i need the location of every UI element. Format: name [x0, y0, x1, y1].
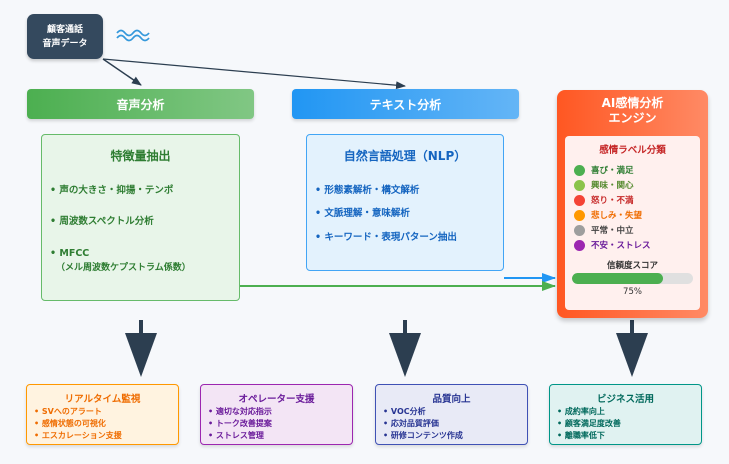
voice-analysis-label: 音声分析: [116, 97, 165, 112]
outcome-item: • 成約率向上: [557, 407, 605, 416]
confidence-label: 信頼度スコア: [606, 261, 658, 271]
outcome-item: • 離職率低下: [557, 431, 605, 440]
nlp-item: • 文脈理解・意味解析: [315, 208, 410, 219]
confidence-bar: [572, 273, 693, 284]
outcome-quality-improvement: 品質向上 • VOC分析 • 応対品質評価 • 研修コンテンツ作成: [375, 384, 528, 445]
outcome-item: • 適切な対応指示: [208, 407, 272, 416]
outcome-realtime-monitoring: リアルタイム監視 • SVへのアラート • 感情状態の可視化 • エスカレーショ…: [26, 384, 179, 445]
feature-extraction-panel: 特徴量抽出 • 声の大きさ・抑揚・テンポ • 周波数スペクトル分析 • MFCC…: [41, 134, 240, 301]
outcome-item: • 応対品質評価: [383, 419, 439, 428]
engine-title-line1: AI感情分析: [601, 96, 664, 110]
emotion-classification-card: 感情ラベル分類 喜び・満足興味・関心怒り・不満悲しみ・失望平常・中立不安・ストレ…: [565, 136, 700, 310]
outcome-title: ビジネス活用: [596, 394, 654, 405]
emotion-label: 平常・中立: [591, 226, 634, 236]
outcome-item: • トーク改善提案: [208, 419, 272, 428]
emotion-label: 喜び・満足: [591, 166, 634, 176]
arrow-source-to-text: [102, 58, 406, 90]
emotion-color-dot-icon: [574, 194, 585, 206]
outcome-item: • エスカレーション支援: [34, 431, 122, 440]
emotion-label-item: 喜び・満足: [574, 163, 634, 177]
sound-wave-icon: [116, 29, 150, 42]
emotion-label: 怒り・不満: [591, 196, 634, 206]
down-arrow-2: [389, 320, 421, 377]
classification-title: 感情ラベル分類: [599, 145, 666, 156]
arrow-source-to-voice: [102, 58, 142, 86]
down-arrow-1: [125, 320, 157, 377]
emotion-label: 興味・関心: [591, 181, 634, 191]
outcome-item: • 顧客満足度改善: [557, 419, 621, 428]
voice-feature-note: （メル周波数ケプストラム係数）: [56, 263, 191, 273]
voice-analysis-header: 音声分析: [27, 89, 254, 119]
emotion-color-dot-icon: [574, 239, 585, 251]
emotion-color-dot-icon: [574, 179, 585, 191]
feature-extraction-title: 特徴量抽出: [110, 149, 171, 163]
emotion-label: 悲しみ・失望: [591, 211, 643, 221]
nlp-item: • キーワード・表現パターン抽出: [315, 232, 457, 243]
engine-title: AI感情分析 エンジン: [557, 96, 708, 126]
outcome-item: • SVへのアラート: [34, 407, 102, 416]
outcome-title: オペレーター支援: [238, 394, 315, 405]
nlp-item: • 形態素解析・構文解析: [315, 185, 420, 196]
outcome-item: • ストレス管理: [208, 431, 264, 440]
voice-feature-item: • 声の大きさ・抑揚・テンポ: [50, 185, 174, 196]
emotion-color-dot-icon: [574, 164, 585, 176]
source-title: 顧客通話: [46, 24, 83, 35]
source-subtitle: 音声データ: [42, 38, 88, 49]
source-node: 顧客通話 音声データ: [27, 14, 103, 59]
outcome-title: 品質向上: [432, 394, 471, 405]
emotion-label-item: 興味・関心: [574, 178, 634, 192]
confidence-bar-fill: [572, 273, 663, 284]
emotion-label-item: 怒り・不満: [574, 193, 634, 207]
nlp-title: 自然言語処理（NLP）: [343, 149, 467, 163]
confidence-value: 75%: [623, 287, 642, 297]
outcome-item: • VOC分析: [383, 407, 426, 416]
voice-feature-item: • 周波数スペクトル分析: [50, 216, 154, 227]
emotion-label-item: 不安・ストレス: [574, 238, 651, 252]
outcome-item: • 研修コンテンツ作成: [383, 431, 463, 440]
outcome-item: • 感情状態の可視化: [34, 419, 106, 428]
outcome-title: リアルタイム監視: [64, 394, 141, 405]
text-analysis-header: テキスト分析: [292, 89, 519, 119]
ai-emotion-engine: AI感情分析 エンジン 感情ラベル分類 喜び・満足興味・関心怒り・不満悲しみ・失…: [557, 90, 708, 318]
engine-title-line2: エンジン: [608, 111, 657, 125]
down-arrow-3: [616, 320, 648, 377]
emotion-color-dot-icon: [574, 224, 585, 236]
outcome-business-use: ビジネス活用 • 成約率向上 • 顧客満足度改善 • 離職率低下: [549, 384, 702, 445]
text-analysis-label: テキスト分析: [369, 97, 442, 112]
emotion-color-dot-icon: [574, 209, 585, 221]
emotion-label: 不安・ストレス: [591, 241, 651, 251]
nlp-panel: 自然言語処理（NLP） • 形態素解析・構文解析 • 文脈理解・意味解析 • キ…: [306, 134, 504, 271]
outcome-operator-support: オペレーター支援 • 適切な対応指示 • トーク改善提案 • ストレス管理: [200, 384, 353, 445]
emotion-label-item: 平常・中立: [574, 223, 634, 237]
emotion-label-item: 悲しみ・失望: [574, 208, 642, 222]
voice-feature-item: • MFCC: [50, 248, 90, 259]
